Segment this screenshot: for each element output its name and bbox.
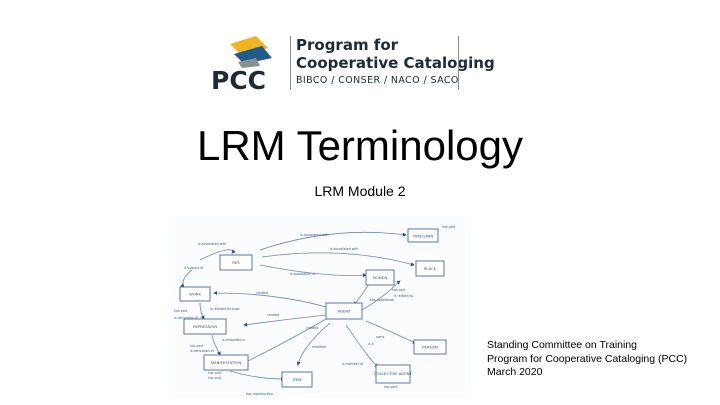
relation-line xyxy=(199,302,205,320)
relation-line xyxy=(345,324,379,368)
relationship-label: created xyxy=(256,291,268,295)
relation-line xyxy=(243,314,327,327)
entity-label: AGENT xyxy=(337,309,351,314)
entity-label: ITEM xyxy=(292,377,301,382)
diagram-labels: TIME-SPAN RES PLACE NOMEN WORK AGENT EXP… xyxy=(189,234,438,383)
relationship-labels: has part is associated with is associate… xyxy=(174,225,456,396)
relation-line xyxy=(259,264,367,278)
entity-res xyxy=(219,254,253,271)
relationship-label: has part xyxy=(190,344,204,348)
entity-label: MANIFESTATION xyxy=(211,360,242,365)
relationship-label: has appellation xyxy=(370,298,394,302)
relationship-label: is subject of xyxy=(184,266,204,270)
entity-label: PLACE xyxy=(424,266,437,271)
logo-name-line1: Program for xyxy=(296,36,399,54)
relationship-label: owns xyxy=(376,335,385,339)
entity-collective-agent xyxy=(375,364,411,384)
entity-label: PERSON xyxy=(422,345,438,350)
logo-divider-right xyxy=(458,36,459,90)
logo-name: Program for Cooperative Cataloging xyxy=(296,36,495,72)
relationship-label: has part xyxy=(208,376,222,380)
relationship-label: has part xyxy=(392,288,406,292)
relation-line xyxy=(261,252,415,267)
relationship-label: is member of xyxy=(342,362,364,366)
slide-title: LRM Terminology xyxy=(196,122,523,169)
relationship-label: is embodied in xyxy=(222,338,245,342)
relationship-label: has reproduction xyxy=(246,392,273,396)
relationship-label: is associated with xyxy=(198,242,226,246)
relationship-label: is associated with xyxy=(300,233,328,237)
relationship-label: is related to xyxy=(394,294,413,298)
relationship-label: is appellation of xyxy=(290,272,316,276)
entity-place xyxy=(415,260,445,277)
entity-item xyxy=(281,371,313,388)
relationship-label: created xyxy=(306,326,318,330)
logo-divider xyxy=(290,36,291,90)
relationship-label: is a xyxy=(368,342,374,346)
relationship-label: has part xyxy=(442,225,456,229)
entity-label: TIME-SPAN xyxy=(412,234,434,239)
relation-line xyxy=(213,291,327,308)
logo-abbr: PCC xyxy=(211,66,266,92)
lrm-model-diagram: TIME-SPAN RES PLACE NOMEN WORK AGENT EXP… xyxy=(170,215,470,398)
entity-manifestation xyxy=(203,354,249,371)
entity-label: WORK xyxy=(189,292,201,297)
entity-nomen xyxy=(365,269,395,286)
pcc-logo: PCC Program for Cooperative Cataloging B… xyxy=(210,34,495,92)
info-organization: Program for Cooperative Cataloging (PCC) xyxy=(487,352,688,365)
slide-subtitle: LRM Module 2 xyxy=(314,183,406,199)
relation-line xyxy=(296,322,331,366)
logo-name-line2: Cooperative Cataloging xyxy=(296,54,495,72)
entity-work xyxy=(179,286,211,302)
entity-agent xyxy=(325,302,363,320)
relation-line xyxy=(365,320,417,344)
pcc-logo-mark: PCC xyxy=(211,36,272,92)
relation-line xyxy=(243,318,327,364)
relationship-label: is derivation of xyxy=(174,316,199,320)
relation-line xyxy=(359,280,401,312)
entity-label: COLLECTIVE AGENT xyxy=(374,371,412,376)
entity-person xyxy=(413,339,447,355)
relationship-label: has part xyxy=(384,385,398,389)
relationship-label: is realized through xyxy=(210,307,240,311)
relationship-label: has part xyxy=(174,309,188,313)
relation-line xyxy=(199,249,236,261)
relation-line xyxy=(259,231,407,251)
relationship-label: has part xyxy=(208,371,222,375)
relation-line xyxy=(211,334,221,356)
relation-line xyxy=(229,370,285,381)
relation-line xyxy=(180,269,193,288)
entity-time-span xyxy=(407,228,439,243)
relationship-label: created xyxy=(267,313,279,317)
entity-label: NOMEN xyxy=(373,275,388,280)
relationship-label: is associated with xyxy=(330,247,358,251)
relationship-label: is derivation of xyxy=(190,349,215,353)
logo-programs: BIBCO / CONSER / NACO / SACO xyxy=(296,75,459,86)
entity-label: EXPRESSION xyxy=(193,324,217,329)
info-committee: Standing Committee on Training xyxy=(487,339,637,351)
info-date: March 2020 xyxy=(487,366,543,378)
lrm-diagram-svg: TIME-SPAN RES PLACE NOMEN WORK AGENT EXP… xyxy=(174,225,456,396)
presentation-info: Standing Committee on Training Program f… xyxy=(487,339,687,380)
entity-label: RES xyxy=(232,260,240,265)
entity-expression xyxy=(183,318,227,335)
relationship-label: modified xyxy=(312,345,326,349)
